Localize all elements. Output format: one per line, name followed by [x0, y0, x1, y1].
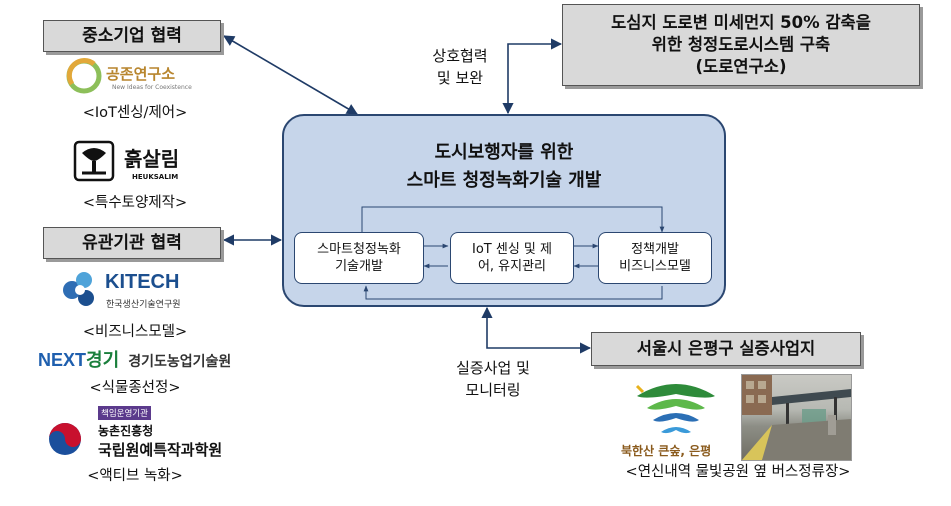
heuksalim-name: 흙살림	[124, 147, 180, 171]
demo-arrow	[481, 306, 592, 354]
kitech-sub: 한국생산기술연구원	[106, 300, 181, 310]
next-name-kr: 경기	[86, 350, 120, 371]
gongjon-caption: <IoT센싱/제어>	[82, 105, 188, 121]
tech-dev-line1: 스마트청정녹화	[317, 242, 401, 257]
rda-taegeuk-icon	[49, 423, 81, 455]
project-title-line1: 도시보행자를 위한	[434, 142, 574, 163]
eunpyeong-logo: 북한산 큰숲, 은평	[617, 378, 735, 460]
rda-line2: 국립원예특작과학원	[98, 441, 223, 459]
cooperate-label-line1: 상호협력	[432, 47, 488, 65]
site-header: 서울시 은평구 실증사업지	[591, 332, 861, 366]
demo-label: 실증사업 및 모니터링	[438, 358, 548, 400]
site-caption: <연신내역 물빛공원 옆 버스정류장>	[625, 464, 851, 480]
heuksalim-emblem-icon	[73, 140, 115, 182]
road-institute-line1: 도심지 도로변 미세먼지 50% 감축을	[611, 13, 871, 32]
iot-line1: IoT 센싱 및 제	[472, 242, 552, 257]
kitech-logo: KITECH 한국생산기술연구원	[58, 268, 218, 316]
rda-badge: 책임운영기관	[98, 406, 151, 420]
rda-caption: <액티브 녹화>	[87, 468, 183, 484]
rda-line1: 농촌진흥청	[98, 424, 154, 438]
tech-dev-box: 스마트청정녹화 기술개발	[294, 232, 424, 284]
policy-line1: 정책개발	[631, 242, 679, 257]
cooperate-label: 상호협력 및 보완	[415, 46, 505, 88]
heuksalim-logo: 흙살림 HEUKSALIM	[72, 139, 202, 187]
iot-maintenance-box: IoT 센싱 및 제 어, 유지관리	[450, 232, 574, 284]
cooperate-label-line2: 및 보완	[436, 69, 484, 87]
gongjon-swirl-icon	[66, 58, 102, 94]
institution-cooperation-header: 유관기관 협력	[43, 227, 221, 259]
tech-dev-line2: 기술개발	[335, 259, 383, 274]
gongjon-tagline: New Ideas for Coexistence	[112, 84, 192, 91]
heuksalim-sub: HEUKSALIM	[132, 173, 179, 181]
eunpyeong-logo-text: 북한산 큰숲, 은평	[621, 444, 712, 458]
kitech-emblem-icon	[63, 272, 94, 306]
policy-business-box: 정책개발 비즈니스모델	[598, 232, 712, 284]
road-institute-box: 도심지 도로변 미세먼지 50% 감축을 위한 청정도로시스템 구축 (도로연구…	[562, 4, 920, 86]
next-logo: NEXT경기 경기도농업기술원	[38, 346, 258, 372]
cycle-arrows	[361, 206, 665, 300]
kitech-name: KITECH	[105, 271, 180, 293]
next-caption: <식물종선정>	[89, 380, 181, 396]
sme-arrow	[223, 35, 358, 115]
mountain-forest-icon	[635, 384, 715, 434]
kitech-caption: <비즈니스모델>	[82, 324, 188, 340]
demo-label-line2: 모니터링	[465, 381, 521, 399]
gongjon-logo: 공존연구소 New Ideas for Coexistence	[64, 56, 204, 96]
main-project-panel: 도시보행자를 위한 스마트 청정녹화기술 개발 스마트청정녹화 기술개발 IoT…	[282, 114, 726, 307]
bus-stop-image	[742, 375, 851, 460]
demo-label-line1: 실증사업 및	[456, 359, 530, 377]
bus-stop-photo	[741, 374, 852, 461]
cooperate-arrow	[502, 38, 563, 115]
iot-line2: 어, 유지관리	[477, 259, 547, 274]
gongjon-name: 공존연구소	[106, 65, 176, 83]
sme-cooperation-header: 중소기업 협력	[43, 20, 221, 52]
next-name-en: NEXT	[38, 350, 87, 370]
road-institute-line3: (도로연구소)	[695, 57, 787, 76]
rda-logo: 책임운영기관 농촌진흥청 국립원예특작과학원	[46, 406, 256, 462]
heuksalim-caption: <특수토양제작>	[82, 195, 188, 211]
road-institute-line2: 위한 청정도로시스템 구축	[651, 35, 831, 54]
project-title-line2: 스마트 청정녹화기술 개발	[406, 170, 602, 191]
next-full-name: 경기도농업기술원	[128, 354, 232, 370]
policy-line2: 비즈니스모델	[619, 259, 691, 274]
